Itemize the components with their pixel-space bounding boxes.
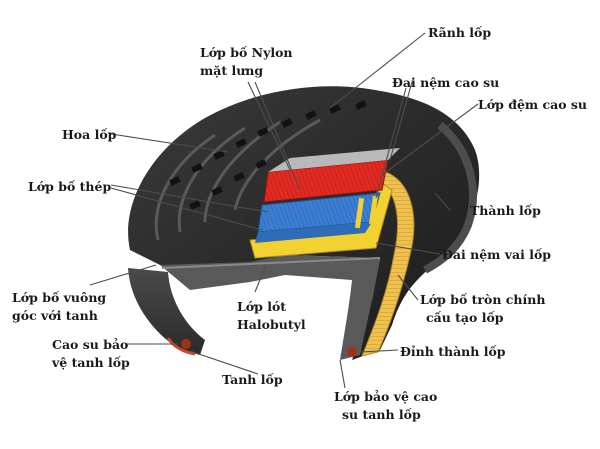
label-lop-bo-tron-line1: Lớp bố tròn chính <box>420 292 546 307</box>
label-ranh-lop: Rãnh lốp <box>428 25 492 40</box>
steel-belts <box>255 192 381 243</box>
label-lop-bo-tron-line2: cấu tạo lốp <box>426 310 504 325</box>
label-lop-bo-vuong-goc-line1: Lớp bố vuông <box>12 290 107 305</box>
leader-lines <box>89 32 479 389</box>
label-lop-lot-line1: Lớp lót <box>237 299 287 314</box>
label-cao-su-bao-ve-line1: Cao su bảo <box>52 337 129 352</box>
label-dinh-thanh-lop: Đỉnh thành lốp <box>400 344 506 359</box>
label-tanh-lop: Tanh lốp <box>222 372 283 387</box>
label-lop-bo-thep: Lớp bố thép <box>28 179 112 194</box>
inner-liner <box>160 255 381 360</box>
label-lop-lot-line2: Halobutyl <box>237 317 306 332</box>
label-dai-nem-vai-lop: Đai nệm vai lốp <box>442 247 552 262</box>
label-lop-bao-ve-cao-su-line1: Lớp bảo vệ cao <box>334 389 438 404</box>
left-sidewall <box>128 268 205 356</box>
label-lop-bo-nylon-line1: Lớp bố Nylon <box>200 45 293 60</box>
label-lop-bo-nylon-line2: mặt lưng <box>200 63 264 78</box>
label-dai-nem-cao-su: Đai nệm cao su <box>392 75 500 90</box>
label-hoa-lop: Hoa lốp <box>62 127 117 142</box>
label-cao-su-bao-ve-line2: vệ tanh lốp <box>52 355 130 370</box>
label-lop-dem-cao-su: Lớp đệm cao su <box>478 97 588 112</box>
nylon-belt <box>263 148 400 203</box>
label-lop-bo-vuong-goc-line2: góc với tanh <box>12 308 98 323</box>
label-lop-bao-ve-cao-su-line2: su tanh lốp <box>342 407 421 422</box>
label-thanh-lop: Thành lốp <box>470 203 541 218</box>
cushion-strips <box>354 195 378 229</box>
